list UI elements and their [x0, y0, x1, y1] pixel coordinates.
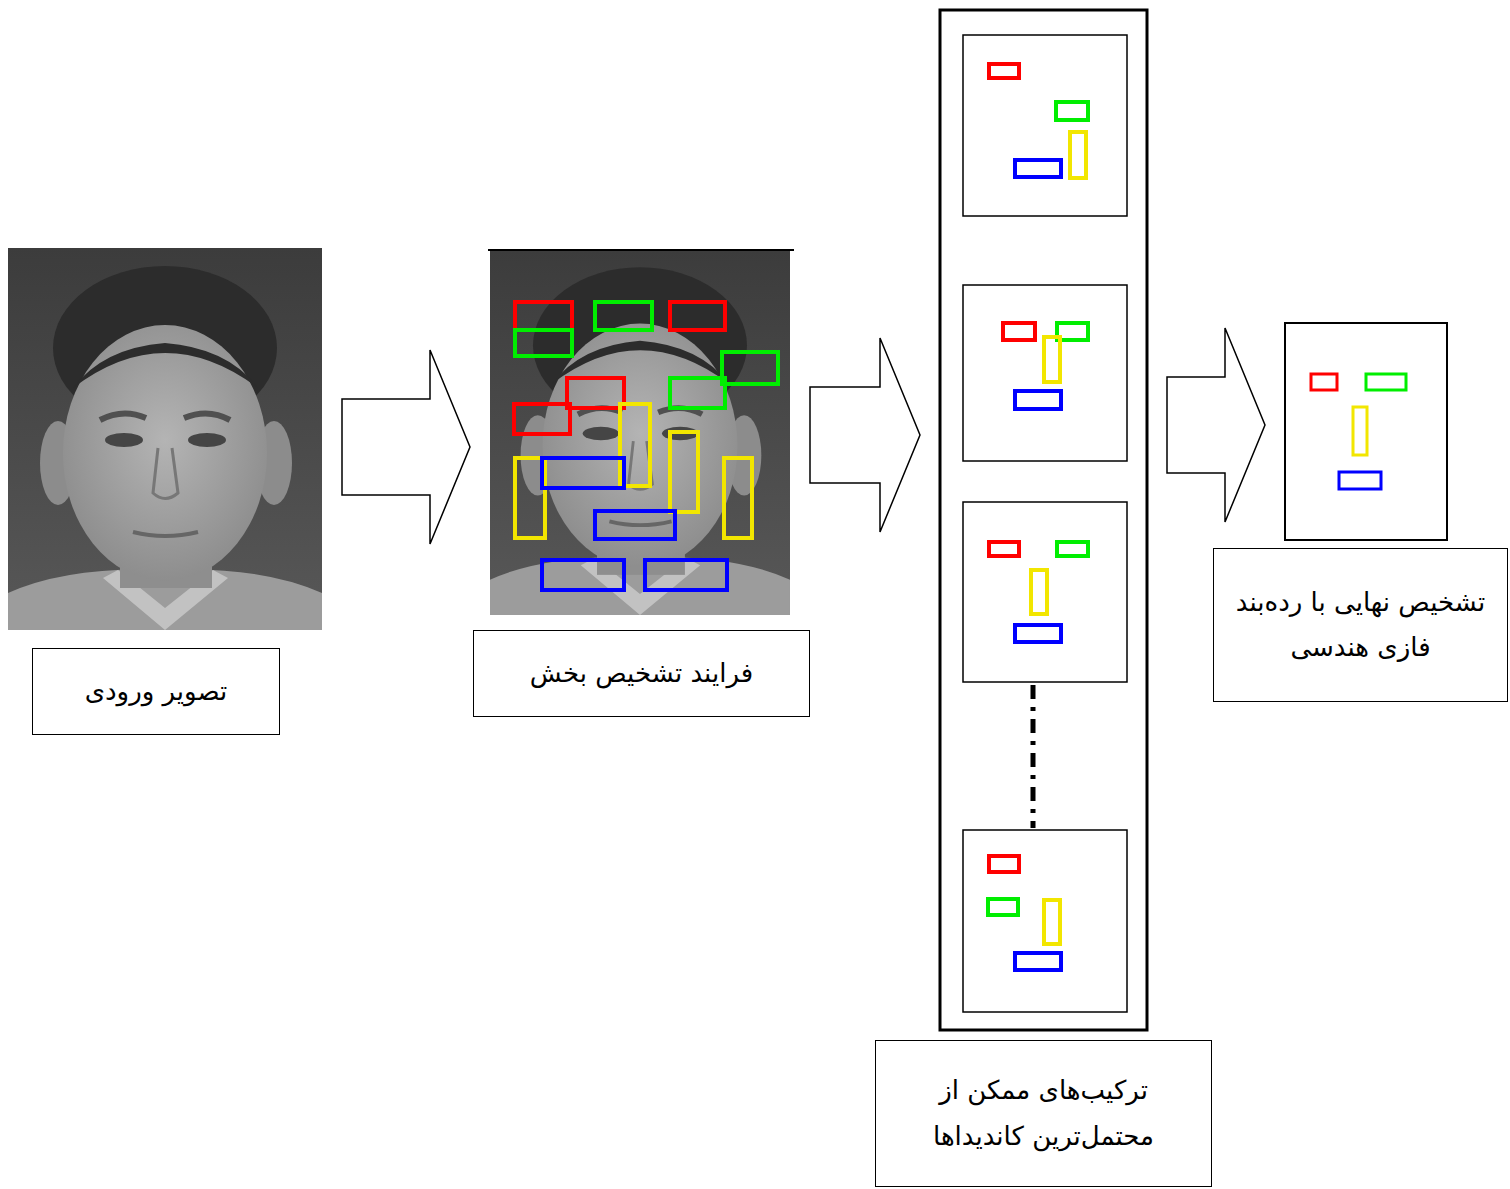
nose-box	[1044, 900, 1060, 944]
eye-candidate	[514, 404, 570, 434]
caption-box: فرایند تشخیص بخش	[473, 630, 810, 717]
eye-box	[1366, 374, 1406, 390]
eye-candidate	[515, 330, 572, 356]
nose-candidate	[670, 432, 698, 512]
combination-panel	[963, 502, 1127, 682]
caption-text: ترکیب‌های ممکن از محتمل‌ترین کاندیداها	[888, 1068, 1199, 1159]
eye-box	[1057, 542, 1088, 556]
caption-box: تشخیص نهایی با رده‌بند فازی هندسی	[1213, 548, 1508, 702]
combination-panel	[963, 35, 1127, 216]
combination-panels	[963, 35, 1127, 1012]
mouth-box	[1339, 472, 1381, 489]
detection-photo	[490, 250, 790, 615]
stage-node: تصویر ورودی	[8, 248, 322, 630]
caption-text: تشخیص نهایی با رده‌بند فازی هندسی	[1226, 580, 1495, 671]
frame-edge	[488, 249, 794, 251]
eye-candidate	[670, 378, 725, 408]
nose-box	[1070, 132, 1086, 178]
caption-text: فرایند تشخیص بخش	[486, 651, 797, 697]
candidate-boxes	[514, 302, 778, 590]
result-parts	[1311, 374, 1406, 489]
mouth-candidate	[542, 560, 624, 590]
eye-box	[989, 542, 1019, 556]
combination-panel	[963, 285, 1127, 461]
eye-box	[988, 899, 1018, 915]
block-arrow	[342, 350, 470, 544]
input-photo	[490, 250, 790, 615]
mouth-box	[1015, 625, 1061, 642]
stage-node: فرایند تشخیص بخش	[490, 250, 790, 615]
nose-box	[1353, 407, 1367, 455]
mouth-box	[1015, 953, 1061, 970]
block-arrow	[1167, 328, 1265, 522]
mouth-candidate	[645, 560, 727, 590]
nose-box	[1031, 570, 1047, 614]
caption-box: تصویر ورودی	[32, 648, 280, 735]
combination-parts	[988, 64, 1088, 970]
eye-box	[1311, 374, 1337, 390]
eye-box	[1003, 323, 1035, 340]
eye-box	[1056, 102, 1088, 120]
combination-panel	[963, 830, 1127, 1012]
mouth-box	[1015, 160, 1061, 177]
input-photo	[8, 248, 322, 630]
result-panel	[1285, 323, 1447, 540]
stage-node: ترکیب‌های ممکن از محتمل‌ترین کاندیداها	[940, 10, 1147, 1030]
eye-candidate	[722, 352, 778, 384]
nose-box	[1044, 337, 1060, 382]
eye-box	[989, 856, 1019, 872]
nose-candidate	[724, 458, 752, 538]
continuation-dots	[1031, 685, 1036, 828]
mouth-candidate	[542, 458, 624, 488]
block-arrow	[810, 338, 920, 532]
eye-candidate	[567, 378, 624, 408]
eye-candidate	[595, 302, 652, 330]
eye-candidate	[515, 302, 572, 330]
caption-text: تصویر ورودی	[45, 669, 267, 715]
combination-column	[940, 10, 1147, 1030]
mouth-box	[1015, 391, 1061, 409]
caption-box: ترکیب‌های ممکن از محتمل‌ترین کاندیداها	[875, 1040, 1212, 1187]
eye-box	[989, 64, 1019, 78]
eye-candidate	[670, 302, 725, 330]
stage-node: تشخیص نهایی با رده‌بند فازی هندسی	[1285, 323, 1447, 540]
mouth-candidate	[595, 511, 675, 539]
